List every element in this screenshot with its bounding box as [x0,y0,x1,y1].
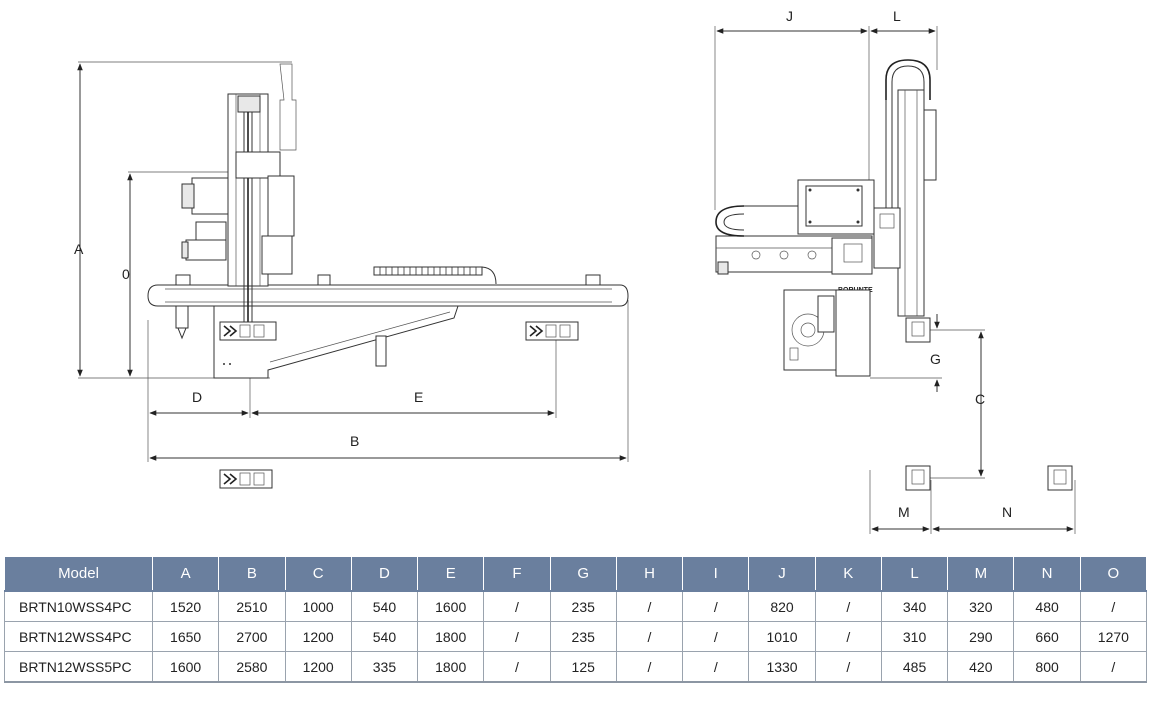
table-cell: / [615,651,684,683]
table-cell: 310 [880,621,949,652]
table-cell: 235 [549,590,617,622]
table-cell: 420 [947,651,1015,683]
dim-label-g: G [930,351,941,367]
table-cell: 1200 [284,651,352,683]
dim-label-b: B [350,433,359,449]
gripper-block-2 [525,321,579,341]
table-cell: 1520 [151,590,220,622]
table-cell: 1600 [151,651,220,683]
table-cell: 1330 [748,651,816,683]
table-cell: 540 [350,590,419,622]
table-row: BRTN12WSS5PC 1600 2580 1200 335 1800 / 1… [4,651,1148,683]
table-cell: 480 [1013,590,1081,622]
table-cell: 1010 [748,621,816,652]
table-row: BRTN10WSS4PC 1520 2510 1000 540 1600 / 2… [4,590,1148,622]
table-cell: 485 [880,651,949,683]
table-cell: / [814,590,882,622]
col-header: A [151,556,220,592]
dim-label-j: J [786,8,793,24]
col-header: G [549,556,617,592]
table-cell: 800 [1013,651,1081,683]
table-cell: 540 [350,621,419,652]
col-header: O [1079,556,1148,592]
table-cell: 1000 [284,590,352,622]
dim-label-l: L [893,8,901,24]
specification-table: Model A B C D E F G H I J K L M N O BRTN… [4,556,1148,683]
table-cell: 320 [947,590,1015,622]
dim-label-m: M [898,504,910,520]
table-cell: BRTN12WSS5PC [4,651,153,683]
table-cell: / [682,651,750,683]
table-cell: / [615,590,684,622]
col-header: E [417,556,485,592]
col-header: N [1013,556,1081,592]
table-cell: 1270 [1079,621,1148,652]
col-header: D [350,556,419,592]
table-cell: 335 [350,651,419,683]
table-cell: / [483,621,551,652]
dim-label-o: 0 [122,266,130,282]
table-cell: 125 [549,651,617,683]
table-cell: / [814,621,882,652]
table-cell: 290 [947,621,1015,652]
table-cell: 1600 [417,590,485,622]
table-cell: 2700 [218,621,286,652]
table-cell: / [615,621,684,652]
dim-label-a: A [74,241,84,257]
table-cell: 820 [748,590,816,622]
table-cell: / [483,590,551,622]
table-header-row: Model A B C D E F G H I J K L M N O [4,556,1148,592]
table-cell: BRTN12WSS4PC [4,621,153,652]
table-cell: 1650 [151,621,220,652]
col-header: F [483,556,551,592]
col-header: B [218,556,286,592]
dim-label-c: C [975,391,985,407]
table-cell: BRTN10WSS4PC [4,590,153,622]
table-cell: 2580 [218,651,286,683]
table-row: BRTN12WSS4PC 1650 2700 1200 540 1800 / 2… [4,621,1148,652]
gripper-block-3 [219,469,273,489]
table-cell: 1200 [284,621,352,652]
col-header: H [615,556,684,592]
table-cell: / [682,621,750,652]
dim-label-n: N [1002,504,1012,520]
table-cell: / [1079,651,1148,683]
dim-label-e: E [414,389,423,405]
table-cell: / [682,590,750,622]
col-header: M [947,556,1015,592]
technical-drawing: A 0 D E B [74,8,1076,534]
table-cell: / [1079,590,1148,622]
table-cell: 1800 [417,651,485,683]
table-cell: / [483,651,551,683]
col-header: I [682,556,750,592]
table-cell: 1800 [417,621,485,652]
gripper-block-1 [219,321,277,341]
col-header: J [748,556,816,592]
dim-label-d: D [192,389,202,405]
col-header: L [880,556,949,592]
table-cell: 235 [549,621,617,652]
table-cell: 340 [880,590,949,622]
side-view: BORUNTE J L G C M N [714,8,1076,534]
col-header: Model [4,556,153,592]
table-cell: / [814,651,882,683]
front-view: A 0 D E B [74,61,629,489]
table-cell: 2510 [218,590,286,622]
col-header: K [814,556,882,592]
col-header: C [284,556,352,592]
table-cell: 660 [1013,621,1081,652]
